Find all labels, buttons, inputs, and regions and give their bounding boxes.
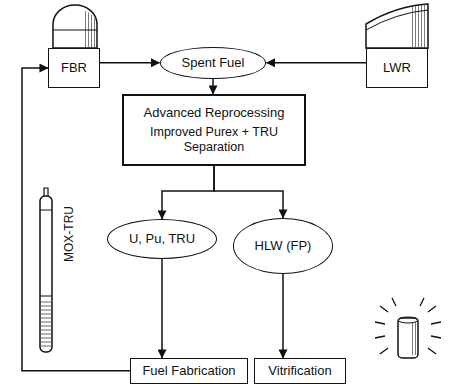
glass-canister-icon [398,317,418,358]
process-box: Vitrification [254,358,346,384]
radiation-rays [375,298,441,354]
flow-arrow [162,166,214,219]
reactor-box: LWR [366,48,428,88]
reactor-box: FBR [48,48,100,88]
lwr-building-icon [366,4,428,48]
node-label: LWR [383,60,411,76]
flow-arrow [212,79,214,94]
fuel-name-label: MOX-TRU [62,206,76,262]
node-subtext: Improved Purex + TRU Separation [148,125,280,155]
node-label: Spent Fuel [182,55,245,71]
material-oval: Spent Fuel [160,47,267,79]
flow-arrow [266,62,366,64]
flow-arrow [282,274,284,358]
fbr-dome-icon [53,5,97,48]
flow-arrow [22,68,130,371]
material-oval: U, Pu, TRU [107,219,217,259]
node-label: Fuel Fabrication [142,363,235,379]
process-box: Advanced ReprocessingImproved Purex + TR… [122,94,306,166]
node-label: HLW (FP) [255,238,312,254]
flow-arrow [100,62,160,64]
node-label: U, Pu, TRU [129,231,195,247]
node-label: Vitrification [268,363,331,379]
flow-arrow [161,259,163,358]
node-label: Advanced Reprocessing [144,105,285,121]
fuel-rod-icon [40,188,52,352]
process-box: Fuel Fabrication [130,358,247,384]
node-label: FBR [61,60,87,76]
flow-arrow [214,166,283,218]
material-oval: HLW (FP) [233,218,334,274]
